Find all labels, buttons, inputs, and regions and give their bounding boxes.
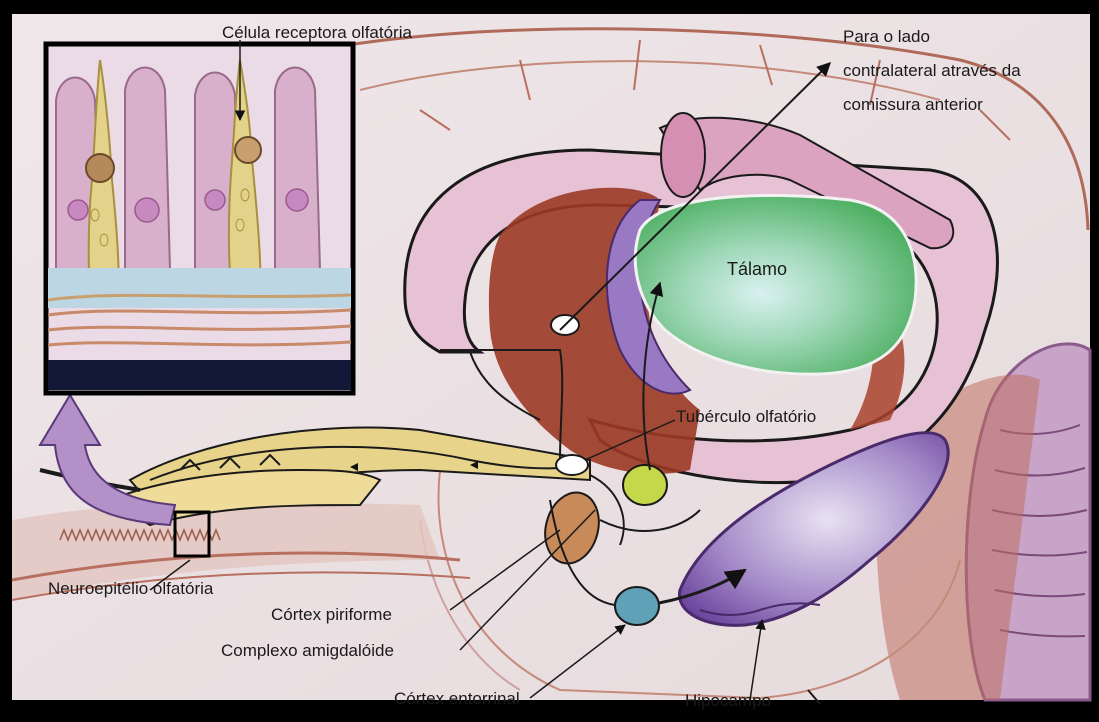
label-contralateral-1: Para o lado	[843, 26, 930, 48]
entorhinal-cortex-shape	[615, 587, 659, 625]
label-receptor-cell: Célula receptora olfatória	[222, 22, 412, 44]
label-thalamus: Tálamo	[727, 258, 787, 280]
label-piriform-cortex: Córtex piriforme	[271, 604, 392, 626]
label-entorhinal-cortex: Córtex entorrinal	[394, 688, 520, 710]
label-olfactory-tubercle: Tubérculo olfatório	[676, 406, 816, 428]
label-hippocampus: Hipocampo	[685, 690, 771, 712]
label-contralateral-2: contralateral através da	[843, 60, 1021, 82]
label-contralateral-3: comissura anterior	[843, 94, 983, 116]
olfactory-tubercle-shape	[623, 465, 667, 505]
epithelium-inset	[46, 40, 353, 393]
label-neuroepithelium: Neuroepitélio olfatória	[48, 578, 213, 600]
label-amygdaloid-complex: Complexo amigdalóide	[221, 640, 394, 662]
